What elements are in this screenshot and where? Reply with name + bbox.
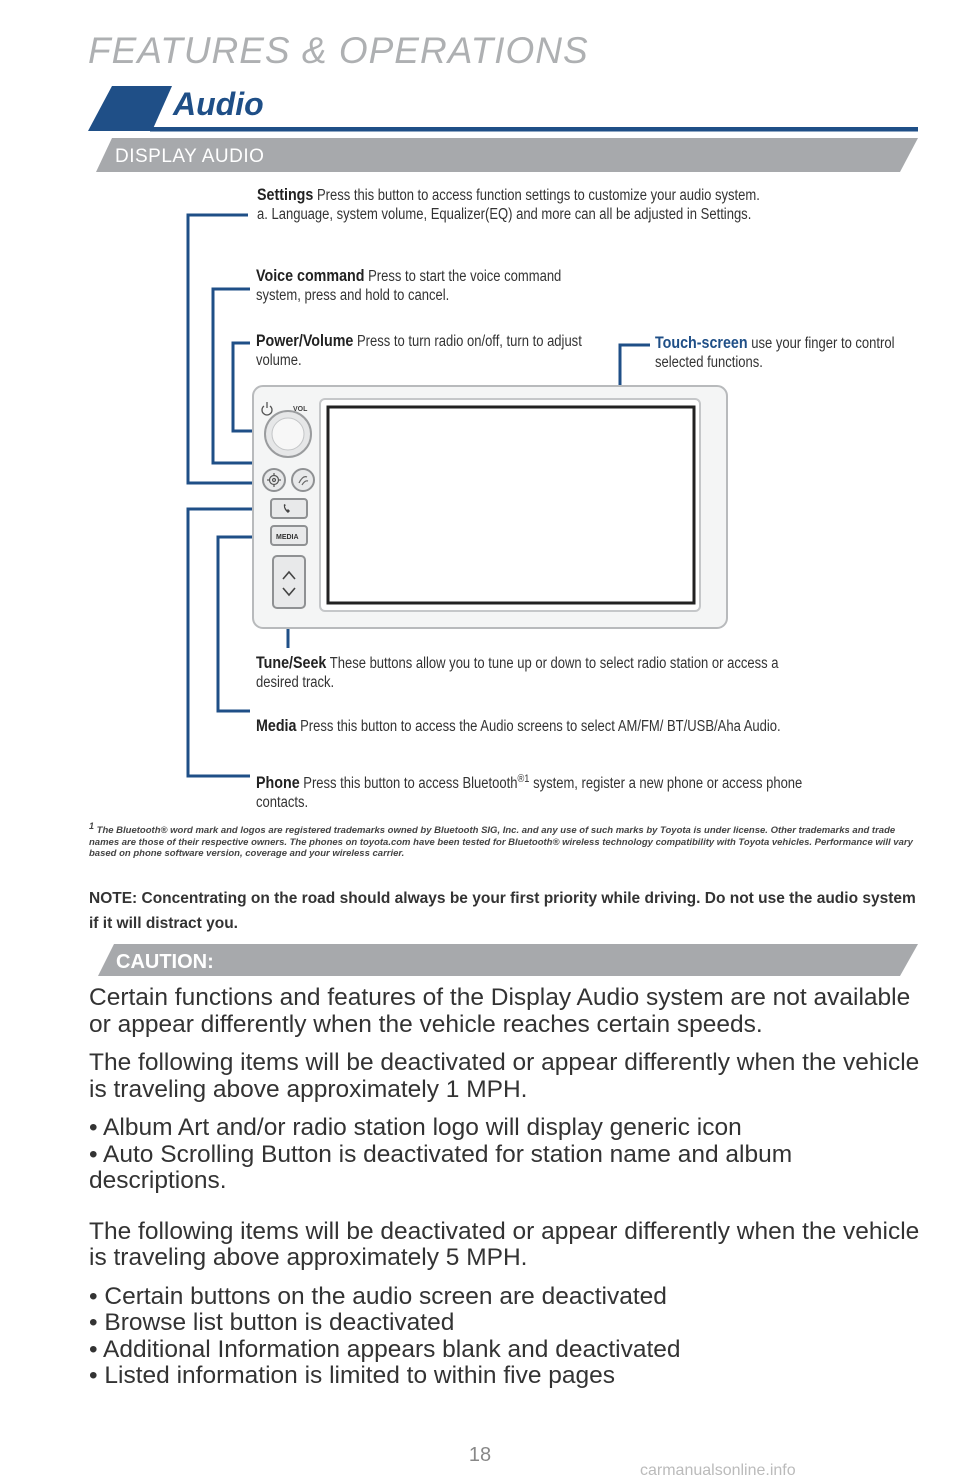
phone-callout-text-after: system, register a new phone or access p… <box>256 775 803 812</box>
section-title: Audio <box>173 86 264 122</box>
caution-para-1mph: The following items will be deactivated … <box>89 1049 920 1103</box>
chevron-up-icon <box>282 570 296 580</box>
phone-callout-sup: ®1 <box>517 773 530 785</box>
power-icon <box>261 402 273 416</box>
subsection-title: DISPLAY AUDIO <box>115 146 265 167</box>
touch-callout-text: use your finger to control selected func… <box>655 335 895 371</box>
phone-callout-text: Press this button to access Bluetooth <box>303 775 518 793</box>
list-item: • Album Art and/or radio station logo wi… <box>89 1114 742 1141</box>
phone-button[interactable] <box>270 498 308 519</box>
touch-callout-label: Touch-screen <box>655 333 748 352</box>
tune-callout: Tune/Seek These buttons allow you to tun… <box>256 653 815 692</box>
touch-callout: Touch-screen use your finger to control … <box>655 333 924 372</box>
section-title-rule <box>150 127 918 132</box>
tune-callout-label: Tune/Seek <box>256 653 327 672</box>
power-callout: Power/Volume Press to turn radio on/off,… <box>256 331 609 370</box>
settings-leader <box>186 213 258 485</box>
caution-intro: Certain functions and features of the Di… <box>89 984 911 1038</box>
power-leader <box>231 341 262 433</box>
watermark: carmanualsonline.info <box>640 1462 796 1479</box>
phone-callout-label: Phone <box>256 773 300 793</box>
main-title: FEATURES & OPERATIONS <box>88 30 589 71</box>
power-callout-text: Press to turn radio on/off, turn to adju… <box>256 333 582 369</box>
footnote-text: The Bluetooth® word mark and logos are r… <box>89 825 913 860</box>
caution-banner <box>98 944 918 976</box>
voice-callout: Voice command Press to start the voice c… <box>256 266 609 305</box>
voice-command-button[interactable] <box>291 468 315 492</box>
settings-callout-text: Press this button to access function set… <box>316 187 760 204</box>
list-item: • Browse list button is deactivated <box>89 1309 455 1336</box>
voice-callout-text: Press to start the voice command system,… <box>256 268 562 304</box>
power-callout-label: Power/Volume <box>256 331 354 350</box>
list-item: • Additional Information appears blank a… <box>89 1335 681 1363</box>
touch-screen[interactable] <box>326 405 696 605</box>
voice-icon <box>298 476 309 486</box>
display-audio-unit: VOL MEDIA <box>252 385 728 629</box>
caution-title: CAUTION: <box>116 951 214 973</box>
media-button[interactable] <box>270 525 308 546</box>
tune-callout-text: These buttons allow you to tune up or do… <box>256 655 779 691</box>
footnote-marker: 1 <box>89 821 95 831</box>
vol-label: VOL <box>293 406 308 413</box>
header-graphics <box>88 86 918 172</box>
caution-para-5mph: The following items will be deactivated … <box>89 1217 920 1271</box>
section-title-marker <box>88 86 172 131</box>
phone-leader <box>186 507 268 778</box>
caution-list-1mph: • Album Art and/or radio station logo wi… <box>89 1114 929 1195</box>
phone-icon <box>283 504 290 513</box>
media-button-label: MEDIA <box>276 534 299 541</box>
phone-callout: Phone Press this button to access Blueto… <box>256 770 815 812</box>
settings-callout: Settings Press this button to access fun… <box>257 185 912 224</box>
list-item: • Listed information is limited to withi… <box>89 1362 616 1389</box>
page-number: 18 <box>468 1444 492 1466</box>
subsection-banner <box>96 138 918 172</box>
safety-note: NOTE: Concentrating on the road should a… <box>89 890 916 932</box>
settings-button[interactable] <box>262 468 286 492</box>
media-leader <box>216 535 268 713</box>
list-item: • Certain buttons on the audio screen ar… <box>89 1282 667 1310</box>
list-item: • Auto Scrolling Button is deactivated f… <box>89 1140 793 1194</box>
caution-list-5mph: • Certain buttons on the audio screen ar… <box>89 1282 929 1390</box>
voice-callout-label: Voice command <box>256 266 365 285</box>
media-callout: Media Press this button to access the Au… <box>256 716 815 736</box>
gear-icon <box>267 473 281 487</box>
settings-callout-label: Settings <box>257 185 314 204</box>
tune-seek-rocker[interactable] <box>272 555 306 609</box>
media-callout-label: Media <box>256 716 297 735</box>
settings-callout-note: a. Language, system volume, Equalizer(EQ… <box>257 206 752 223</box>
media-callout-text: Press this button to access the Audio sc… <box>300 718 781 735</box>
chevron-down-icon <box>282 587 296 597</box>
caution-body: Certain functions and features of the Di… <box>89 984 929 1402</box>
footnote: 1 The Bluetooth® word mark and logos are… <box>89 821 921 860</box>
